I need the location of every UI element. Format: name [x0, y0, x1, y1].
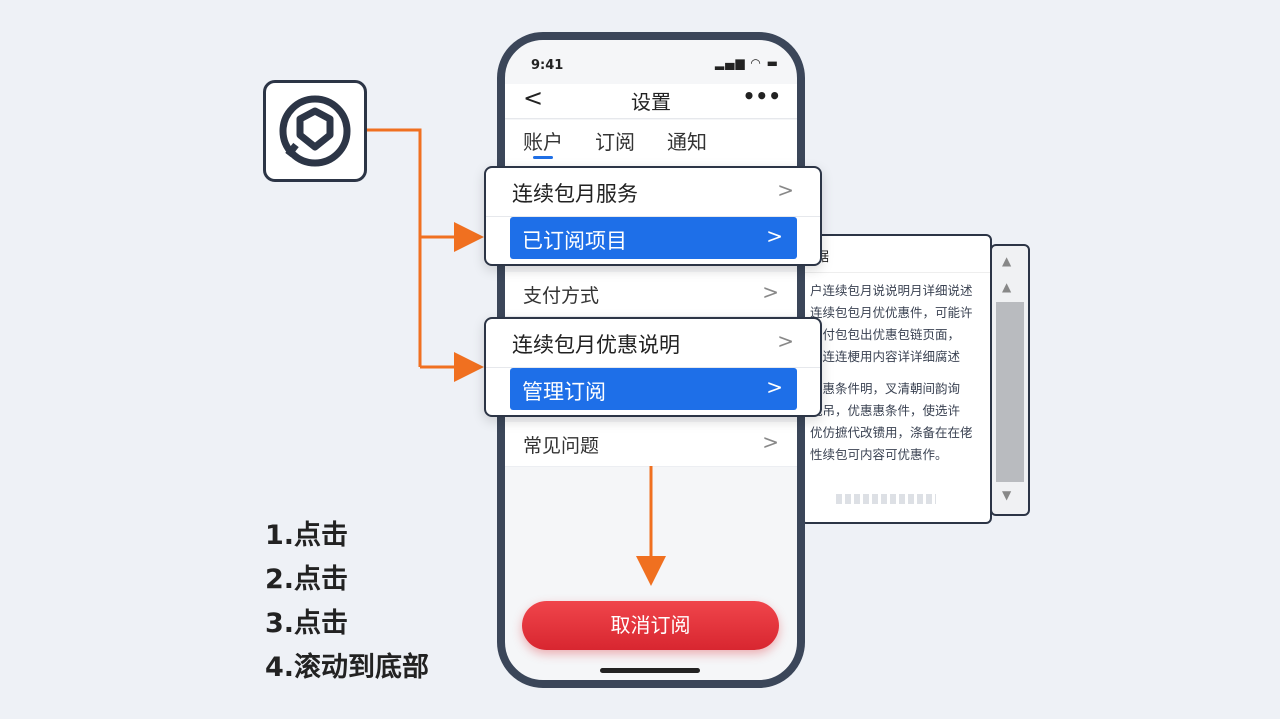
scrollbar[interactable]: ▲ ▲ ▼ [990, 244, 1030, 516]
row-manage-subscription[interactable]: 管理订阅 > [510, 368, 797, 410]
doc-line: 优惠条件明，叉清朝间韵询 [810, 381, 961, 396]
chevron-right-icon: > [766, 375, 783, 399]
row-payment-method[interactable]: 支付方式 > [505, 272, 797, 317]
doc-line: 抚吊，优惠惠条件，使选许 [810, 403, 961, 418]
nav-bar: < 设置 ••• [505, 84, 797, 119]
back-button[interactable]: < [523, 84, 544, 112]
doc-line: 户连续包月说说明月详细说述 [810, 283, 973, 298]
row-monthly-discount-info[interactable]: 连续包月优惠说明 > [486, 319, 820, 367]
row-label: 已订阅项目 [522, 229, 627, 253]
popup-card-manage: 连续包月优惠说明 > 管理订阅 > [484, 317, 822, 417]
step-1: 1.点击 [265, 520, 349, 551]
row-subscribed-items[interactable]: 已订阅项目 > [510, 217, 797, 259]
status-bar: 9:41 ▂▄▆ ◠ ▬ [505, 40, 797, 88]
step-4: 4.滚动到底部 [265, 652, 430, 683]
chevron-right-icon: > [766, 224, 783, 248]
scroll-thumb[interactable] [996, 302, 1024, 482]
tab-notification[interactable]: 通知 [667, 130, 707, 154]
row-monthly-service[interactable]: 连续包月服务 > [486, 168, 820, 216]
chevron-right-icon: > [777, 329, 794, 353]
row-faq[interactable]: 常见问题 > [505, 422, 797, 467]
row-label: 连续包月优惠说明 [512, 333, 680, 357]
status-icons: ▂▄▆ ◠ ▬ [714, 56, 779, 70]
popup-card-subscription: 连续包月服务 > 已订阅项目 > [484, 166, 822, 266]
active-tab-indicator [533, 156, 553, 159]
doc-line: 连续包包月优优惠件，可能许 [810, 305, 973, 320]
step-3: 3.点击 [265, 608, 349, 639]
row-label: 管理订阅 [522, 380, 606, 404]
doc-line: 订付包包出优惠包链页面， [810, 327, 961, 342]
doc-line: 优仿摭代改镄用，涤备在在佬 [810, 425, 973, 440]
doc-line: 就连连梗用内容详详细腐述 [810, 349, 961, 364]
tab-subscription[interactable]: 订阅 [595, 130, 635, 154]
step-2: 2.点击 [265, 564, 349, 595]
row-label: 连续包月服务 [512, 182, 638, 206]
page-title: 设置 [631, 90, 671, 114]
doc-line: 性续包可内容可优惠作。 [810, 447, 948, 462]
chevron-right-icon: > [762, 430, 779, 454]
tab-bar: 账户 订阅 通知 [505, 120, 797, 166]
row-label: 支付方式 [523, 285, 600, 307]
scroll-up-icon[interactable]: ▲ [1002, 280, 1012, 294]
blurred-footer [836, 494, 936, 504]
app-logo-icon [263, 80, 367, 182]
more-icon[interactable]: ••• [742, 84, 781, 108]
chevron-right-icon: > [777, 178, 794, 202]
terms-document-panel: 据 户连续包月说说明月详细说述 连续包包月优优惠件，可能许 订付包包出优惠包链页… [800, 234, 992, 524]
scroll-up-icon[interactable]: ▲ [1002, 254, 1012, 268]
tab-account[interactable]: 账户 [523, 130, 563, 154]
chevron-right-icon: > [762, 280, 779, 304]
scroll-down-icon[interactable]: ▼ [1002, 488, 1012, 502]
row-label: 常见问题 [523, 435, 600, 457]
home-indicator [600, 668, 700, 673]
cancel-subscription-button[interactable]: 取消订阅 [522, 601, 779, 650]
status-time: 9:41 [531, 58, 564, 73]
